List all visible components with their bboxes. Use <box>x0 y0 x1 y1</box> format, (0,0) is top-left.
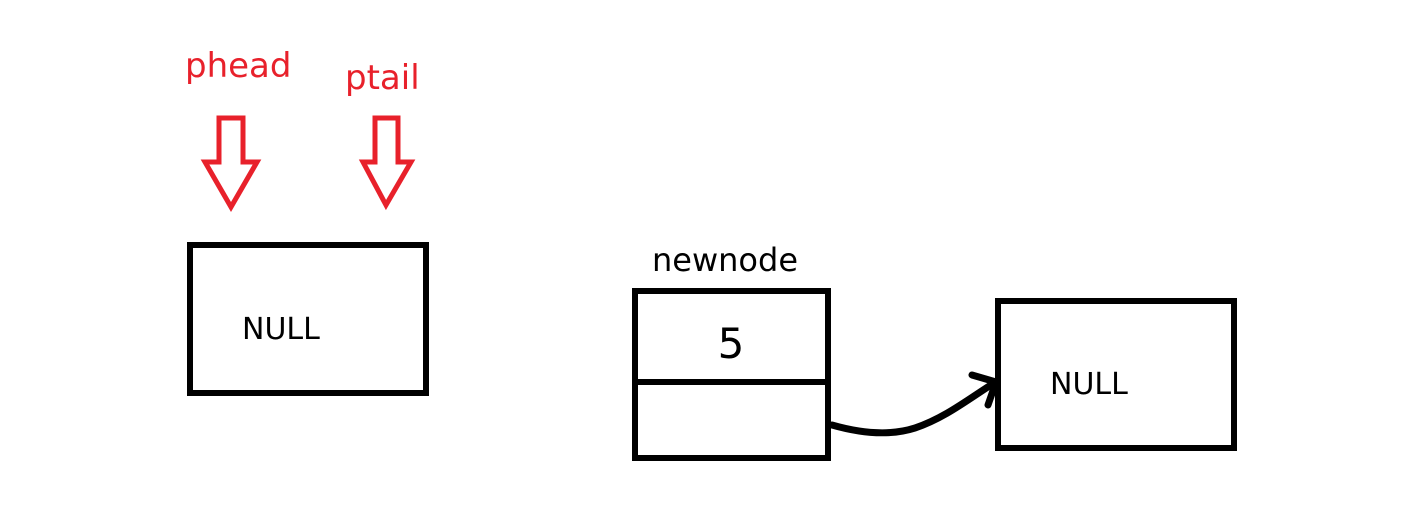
next-target-node: NULL <box>995 298 1237 451</box>
new-node-value: 5 <box>718 319 745 368</box>
ptail-down-arrow-icon <box>358 115 416 211</box>
new-node: newnode 5 <box>632 241 831 461</box>
next-link-arrow <box>828 371 1000 437</box>
ptail-label: ptail <box>345 58 420 98</box>
phead-label: phead <box>185 46 291 86</box>
empty-list-node: NULL <box>187 242 429 396</box>
next-link-curve <box>828 379 998 437</box>
empty-list-node-box <box>187 242 429 396</box>
ptail-pointer: ptail <box>345 58 420 211</box>
empty-list-node-text: NULL <box>242 312 320 347</box>
new-node-box <box>632 288 831 461</box>
phead-pointer: phead <box>185 46 291 212</box>
new-node-label: newnode <box>652 241 798 279</box>
phead-down-arrow-icon <box>200 115 262 212</box>
next-target-node-text: NULL <box>1050 367 1128 402</box>
next-target-node-box <box>995 298 1237 451</box>
